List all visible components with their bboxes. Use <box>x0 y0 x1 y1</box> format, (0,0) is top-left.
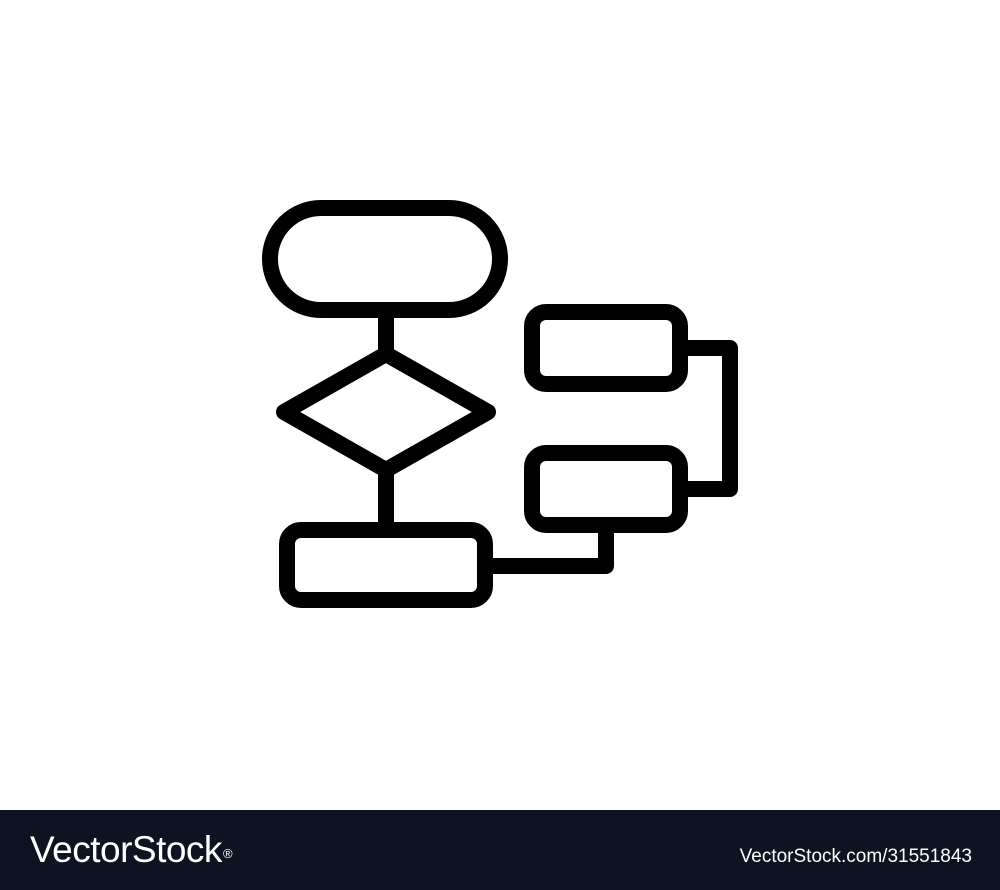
flowchart-icon <box>262 200 738 608</box>
connector-right-boxes <box>672 340 738 497</box>
registered-mark: ® <box>222 846 233 861</box>
process-shape-bottom <box>279 522 493 608</box>
icon-area <box>262 200 738 608</box>
connector-bottom-to-right <box>477 517 614 574</box>
brand-name: VectorStock <box>30 829 222 870</box>
decision-shape <box>276 346 496 478</box>
process-shape-right-bottom <box>524 445 688 533</box>
footer-bar: VectorStock® VectorStock.com/31551843 <box>0 810 1000 890</box>
terminator-shape <box>262 200 508 318</box>
brand-logo: VectorStock® <box>30 828 233 872</box>
image-id: VectorStock.com/31551843 <box>739 846 972 867</box>
process-shape-right-top <box>524 304 688 392</box>
